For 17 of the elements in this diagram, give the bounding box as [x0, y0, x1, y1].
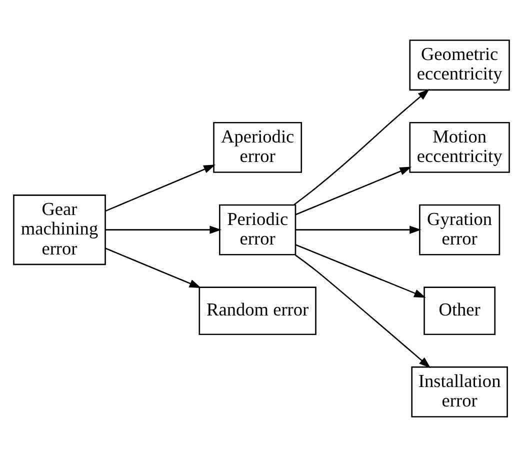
node-box: Gyration error — [419, 204, 500, 256]
arrow — [296, 166, 412, 216]
node-box: Periodic error — [219, 204, 296, 256]
arrow — [106, 226, 222, 234]
node-box: Other — [424, 286, 496, 336]
node-box: Installation error — [411, 366, 508, 418]
arrow — [105, 164, 216, 212]
node-box: Gear machining error — [13, 194, 106, 266]
arrow — [294, 89, 430, 206]
node-box: Random error — [198, 286, 316, 336]
arrow — [296, 244, 426, 298]
node-box: Geometric eccentricity — [409, 40, 510, 91]
arrow — [294, 254, 431, 368]
node-box: Motion eccentricity — [409, 122, 510, 173]
arrow — [296, 226, 422, 234]
arrow — [105, 248, 202, 288]
node-box: Aperiodic error — [213, 122, 302, 173]
